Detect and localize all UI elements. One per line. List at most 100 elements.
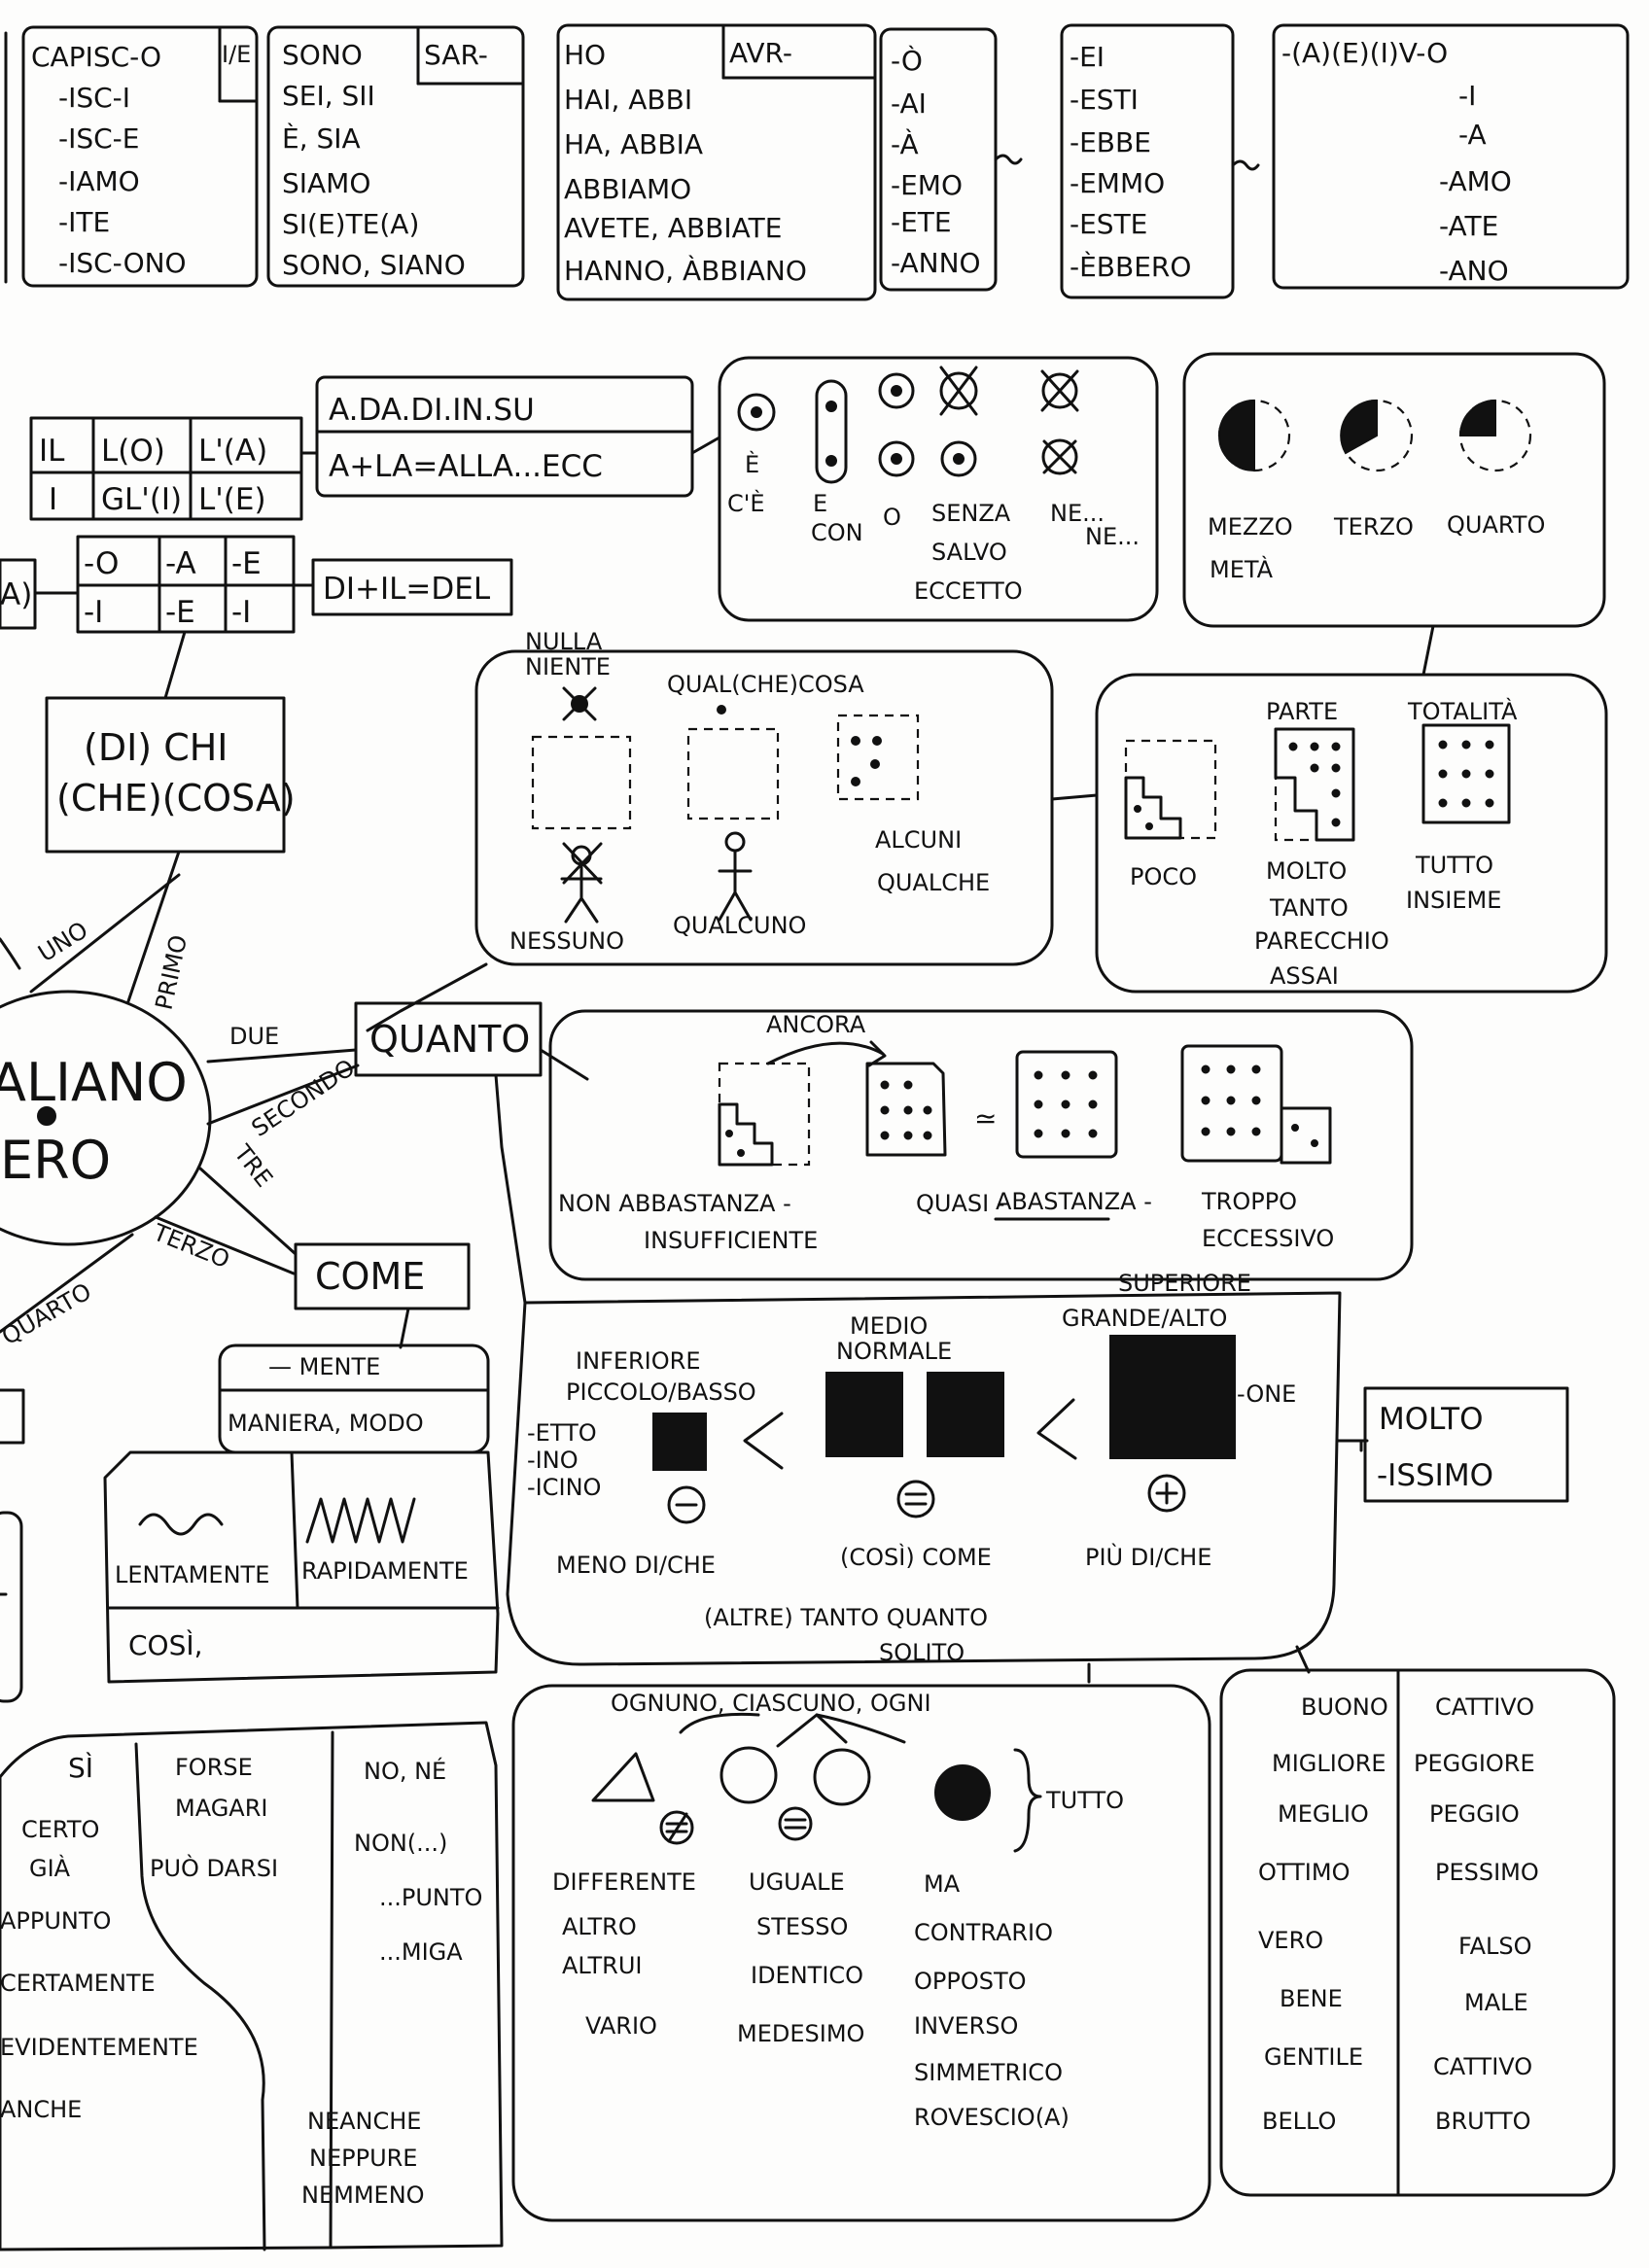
branch-label-terzo: TERZO — [149, 1218, 233, 1274]
future-row-5: -ETE — [891, 206, 952, 238]
branch-label-tre: TRE — [228, 1139, 278, 1193]
label-insieme: INSIEME — [1406, 887, 1501, 914]
label-altro: ALTRO — [562, 1913, 637, 1940]
square-outline — [718, 1062, 811, 1167]
not-equal-icon — [667, 1812, 688, 1843]
label-tutto: TUTTO — [1415, 852, 1493, 879]
dot — [923, 1105, 932, 1115]
articles-section: IL L(O) L'(A) I GL'(I) L'(E) A.DA.DI.IN.… — [0, 375, 721, 854]
label-ne-2: NE... — [1085, 523, 1140, 550]
branch-label-due: DUE — [229, 1023, 279, 1050]
ending-e: -E — [231, 546, 262, 581]
label-neppure: NEPPURE — [309, 2145, 417, 2172]
label-meno: MENO DI/CHE — [556, 1552, 716, 1579]
dot — [1331, 788, 1341, 798]
avere-row-2: HAI, ABBI — [564, 84, 692, 116]
dot — [1438, 769, 1448, 779]
ending-i: -I — [84, 595, 103, 630]
dot — [825, 455, 837, 467]
bad-4: PESSIMO — [1435, 1859, 1539, 1886]
partial-shape — [718, 1102, 774, 1167]
label-parte: PARTE — [1266, 698, 1338, 725]
label-nulla: NULLA — [525, 628, 603, 655]
dot — [725, 1130, 733, 1137]
edge-box — [0, 1511, 23, 1703]
branch-tre — [198, 1167, 298, 1256]
dot — [1438, 740, 1448, 750]
dot-circle — [878, 440, 915, 477]
label-abastanza: ABASTANZA - — [996, 1188, 1152, 1215]
divider-curve — [134, 1742, 266, 2251]
future-row-3: -À — [891, 127, 919, 160]
essere-row-5: SI(E)TE(A) — [282, 208, 419, 240]
capire-row-6: -ISC-ONO — [58, 247, 187, 279]
dot-circle — [1041, 438, 1078, 475]
dot — [1461, 798, 1471, 808]
connector — [1295, 1645, 1311, 1674]
bad-6: MALE — [1464, 1989, 1528, 2016]
dot — [1251, 1096, 1261, 1105]
molto-square — [1274, 727, 1355, 842]
label-eccessivo: ECCESSIVO — [1202, 1225, 1334, 1252]
essere-row-4: SIAMO — [282, 167, 370, 199]
dot-circle — [1041, 372, 1078, 409]
label-altrui: ALTRUI — [562, 1952, 642, 1979]
prepositions-box — [315, 375, 694, 498]
label-gia: GIÀ — [29, 1854, 71, 1882]
pill-shape — [815, 379, 848, 484]
arrow — [766, 1041, 885, 1065]
stick-figure — [718, 849, 753, 922]
less-than — [1036, 1398, 1077, 1460]
good-5: VERO — [1258, 1927, 1323, 1954]
branch-label-quarto: QUARTO — [0, 1277, 96, 1350]
half-disk — [1218, 399, 1255, 472]
label-quasi: QUASI - — [916, 1190, 1004, 1217]
capire-row-3: -ISC-E — [58, 122, 139, 155]
label-cosi: COSÌ, — [128, 1628, 203, 1661]
essere-row-6: SONO, SIANO — [282, 249, 466, 281]
connector — [366, 962, 488, 1032]
dot — [1485, 798, 1494, 808]
sufficiency-section: ANCORA ≃ — [548, 1009, 1414, 1281]
dot — [825, 401, 837, 412]
avere-future-stem: AVR- — [729, 37, 792, 69]
remote-row-2: -ESTI — [1070, 84, 1139, 116]
dot — [880, 1131, 890, 1140]
future-row-4: -EMO — [891, 169, 963, 201]
article-la: L'(A) — [198, 434, 267, 469]
connector — [399, 1307, 410, 1349]
article-il: IL — [39, 434, 65, 469]
capire-row-5: -ITE — [58, 206, 110, 238]
label-non: NON(...) — [354, 1830, 447, 1857]
essere-future-stem: SAR- — [424, 39, 488, 71]
label-medesimo: MEDESIMO — [737, 2020, 864, 2047]
dot — [1331, 818, 1341, 827]
label-senza: SENZA — [931, 500, 1011, 527]
bad-2: PEGGIORE — [1414, 1750, 1535, 1777]
label-nemmeno: NEMMENO — [301, 2181, 425, 2209]
label-o: O — [883, 504, 901, 531]
central-hub: ALIANO ERO PRIMO UNO DUE SECONDO TRE TER… — [0, 850, 360, 1350]
cross-mark — [1040, 369, 1079, 412]
connector — [690, 436, 721, 455]
articles-table — [29, 416, 303, 521]
dot — [1331, 763, 1341, 773]
label-vario: VARIO — [585, 2012, 657, 2040]
label-ognuno: OGNUNO, CIASCUNO, OGNI — [611, 1690, 931, 1717]
dot — [1034, 1129, 1043, 1138]
label-normale: NORMALE — [836, 1338, 952, 1365]
dot — [1134, 805, 1141, 813]
capire-row-1: CAPISC-O — [31, 41, 161, 73]
identity-box — [511, 1684, 1211, 2222]
label-icino: -ICINO — [527, 1474, 601, 1501]
dot-circle — [940, 440, 977, 477]
remote-row-1: -EI — [1070, 41, 1105, 73]
label-parecchio: PARECCHIO — [1254, 927, 1389, 955]
label-quarto: QUARTO — [1447, 511, 1545, 539]
brace — [1013, 1748, 1042, 1853]
label-superiore: SUPERIORE — [1118, 1270, 1251, 1297]
remote-row-5: -ESTE — [1070, 208, 1147, 240]
dot — [1226, 1096, 1236, 1105]
equals-icon — [896, 1480, 935, 1518]
